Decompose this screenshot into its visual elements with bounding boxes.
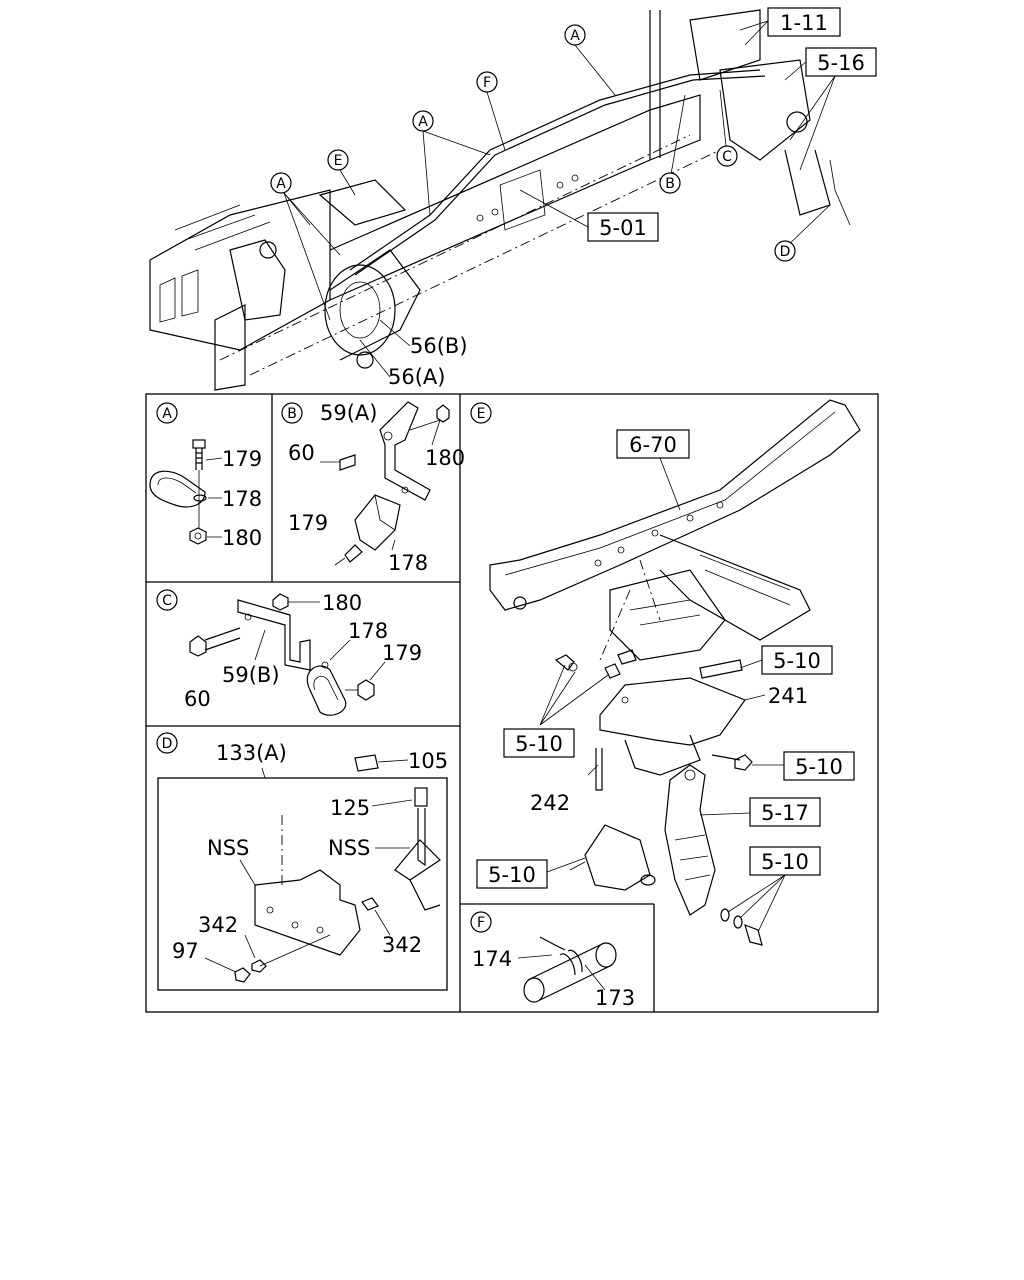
main-callout-b: B [659, 172, 681, 194]
main-assembly-view [149, 9, 851, 391]
label: A [570, 28, 580, 44]
label-59b: 59(B) [222, 663, 280, 687]
ref-box-6-70: 6-70 [616, 429, 690, 459]
label: 5-17 [761, 801, 809, 825]
label: A [162, 406, 172, 422]
label-241: 241 [768, 684, 808, 708]
label-105: 105 [408, 749, 448, 773]
main-callout-a-1: A [564, 24, 586, 46]
ref-box-5-10-right: 5-10 [783, 751, 855, 781]
label: 5-10 [795, 755, 843, 779]
label-179: 179 [288, 511, 328, 535]
leader-5-10-lower-left [546, 857, 586, 873]
label: 5-10 [761, 850, 809, 874]
label-nss-right: NSS [328, 836, 370, 860]
label: 6-70 [629, 433, 677, 457]
ref-box-5-16: 5-16 [805, 47, 877, 77]
main-callout-e: E [327, 149, 349, 171]
label-179: 179 [382, 641, 422, 665]
label-56a: 56(A) [388, 365, 445, 389]
detail-panel-e: E 241 242 [470, 399, 861, 946]
label-60: 60 [184, 687, 211, 711]
label: 1-11 [780, 11, 828, 35]
label-179: 179 [222, 447, 262, 471]
label: A [418, 114, 428, 130]
label-174: 174 [472, 947, 512, 971]
ref-box-5-17: 5-17 [749, 797, 821, 827]
label: B [665, 176, 675, 192]
label: F [483, 75, 491, 91]
label: 5-10 [488, 863, 536, 887]
label-178: 178 [348, 619, 388, 643]
label-342-left: 342 [198, 913, 238, 937]
label: C [722, 149, 732, 165]
label-97: 97 [172, 939, 199, 963]
main-callout-c: C [716, 145, 738, 167]
detail-panel-c: C 180 178 179 59(B) 60 [156, 589, 422, 716]
label-59a: 59(A) [320, 401, 377, 425]
main-callout-a-2: A [412, 110, 434, 132]
main-callout-d: D [774, 240, 796, 262]
main-callout-f: F [476, 71, 498, 93]
label: E [334, 153, 343, 169]
ref-box-5-10-lower-left: 5-10 [476, 859, 548, 889]
detail-panels-frame [145, 393, 879, 1013]
label: C [162, 593, 172, 609]
label-180: 180 [425, 446, 465, 470]
ref-box-5-10-left: 5-10 [503, 728, 575, 758]
detail-panel-a: A 179 178 180 [149, 402, 262, 550]
detail-panel-f: F 174 173 [470, 911, 635, 1010]
label-180: 180 [222, 526, 262, 550]
label: 5-01 [599, 216, 647, 240]
label-133a: 133(A) [216, 741, 287, 765]
label-60: 60 [288, 441, 315, 465]
ref-box-5-10-lower-right: 5-10 [749, 846, 821, 876]
label: D [780, 244, 791, 260]
label-342-right: 342 [382, 933, 422, 957]
label: B [287, 406, 297, 422]
ref-box-5-01: 5-01 [587, 212, 659, 242]
ref-box-1-11: 1-11 [767, 7, 841, 37]
label: 5-16 [817, 51, 865, 75]
label: D [162, 736, 173, 752]
label-173: 173 [595, 986, 635, 1010]
label-180: 180 [322, 591, 362, 615]
label: 5-10 [773, 649, 821, 673]
leader-6-70 [659, 457, 681, 511]
detail-panel-b: B 59(A) 60 180 179 178 [281, 401, 465, 575]
label: A [276, 176, 286, 192]
label-125: 125 [330, 796, 370, 820]
label-242: 242 [530, 791, 570, 815]
detail-panel-d: D 133(A) 105 125 NSS NSS 342 342 [156, 732, 448, 991]
label: E [477, 406, 486, 422]
label-178: 178 [222, 487, 262, 511]
label-178: 178 [388, 551, 428, 575]
label: 5-10 [515, 732, 563, 756]
label-nss-left: NSS [207, 836, 249, 860]
main-callout-a-3: A [270, 172, 292, 194]
ref-box-5-10-top: 5-10 [761, 645, 833, 675]
label: F [477, 915, 485, 931]
label-56b: 56(B) [410, 334, 468, 358]
